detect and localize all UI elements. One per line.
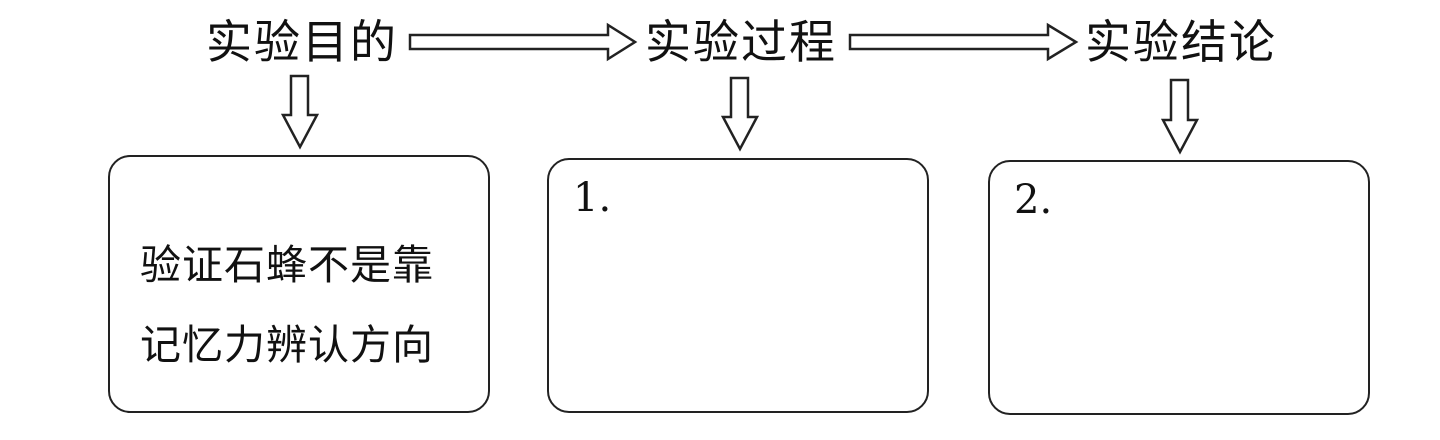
down-arrow-purpose xyxy=(280,74,320,150)
right-arrow-process-to-conclusion xyxy=(848,22,1079,62)
stage-title-purpose: 实验目的 xyxy=(206,15,398,69)
right-arrow-purpose-to-process xyxy=(408,22,638,62)
purpose-box: 验证石蜂不是靠 记忆力辨认方向 xyxy=(108,155,490,413)
stage-title-conclusion: 实验结论 xyxy=(1085,15,1277,69)
down-arrow-conclusion xyxy=(1160,78,1200,155)
down-arrow-process xyxy=(720,76,760,152)
purpose-text-line-2: 记忆力辨认方向 xyxy=(140,321,434,369)
purpose-text-line-1: 验证石蜂不是靠 xyxy=(140,241,434,289)
stage-title-process: 实验过程 xyxy=(645,15,837,69)
process-number: 1. xyxy=(573,175,612,221)
process-box: 1. xyxy=(547,158,929,413)
purpose-text: 验证石蜂不是靠 记忆力辨认方向 xyxy=(140,225,470,385)
conclusion-box: 2. xyxy=(988,160,1370,415)
conclusion-number: 2. xyxy=(1014,177,1053,223)
